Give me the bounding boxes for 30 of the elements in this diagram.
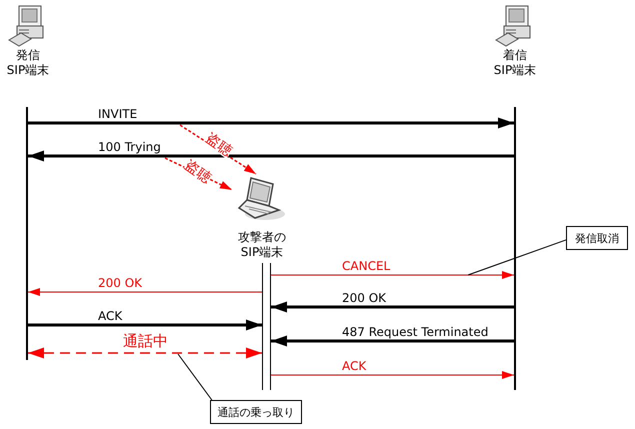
edge-label: INVITE bbox=[98, 107, 138, 121]
double-lifeline bbox=[262, 263, 271, 390]
arrow bbox=[28, 288, 262, 296]
arrow bbox=[271, 302, 514, 312]
edge-label: 通話中 bbox=[123, 334, 168, 348]
callout-box: 通話の乗っ取り bbox=[210, 400, 302, 424]
terminal-label: 着信 SIP端末 bbox=[494, 48, 536, 78]
leader-line bbox=[468, 239, 566, 276]
edge-label: ACK bbox=[342, 359, 366, 373]
edge-label: 盗聴 bbox=[182, 158, 214, 186]
edge-label: ACK bbox=[98, 309, 122, 323]
edge-label: 200 OK bbox=[98, 276, 142, 290]
edge-label: CANCEL bbox=[342, 259, 390, 273]
terminal-label: 発信 SIP端末 bbox=[6, 48, 50, 78]
edge-label: 487 Request Terminated bbox=[342, 325, 488, 339]
edge-label: 200 OK bbox=[342, 291, 386, 305]
arrow bbox=[270, 271, 514, 279]
leader-line bbox=[178, 354, 212, 400]
arrow bbox=[28, 118, 514, 128]
terminal-label: 攻撃者の SIP端末 bbox=[238, 230, 286, 260]
edge-label: 盗聴 bbox=[204, 131, 234, 159]
lifeline bbox=[514, 107, 516, 390]
callout-box: 発信取消 bbox=[566, 226, 628, 250]
arrow bbox=[28, 348, 262, 358]
arrow bbox=[28, 320, 262, 330]
arrow bbox=[28, 150, 514, 162]
arrow bbox=[271, 336, 514, 346]
lifeline bbox=[26, 107, 28, 360]
arrow bbox=[270, 371, 514, 379]
edge-label: 100 Trying bbox=[98, 140, 161, 154]
